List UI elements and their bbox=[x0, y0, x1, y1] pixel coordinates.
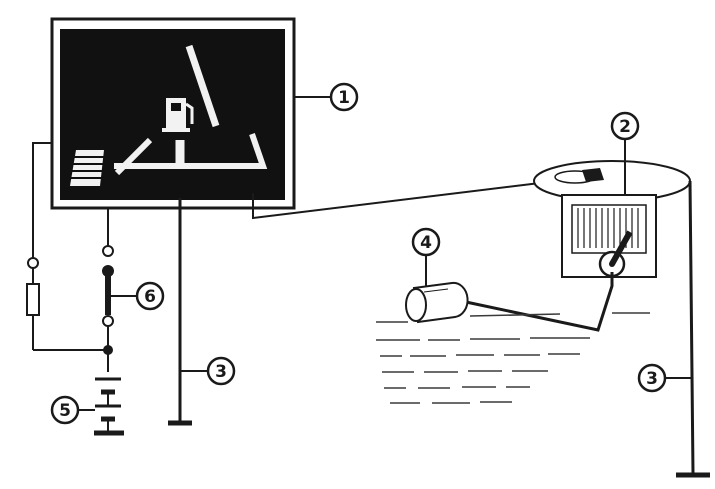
callout-4: 4 bbox=[411, 227, 441, 257]
fuel-level-bar bbox=[68, 150, 106, 186]
svg-text:5: 5 bbox=[59, 401, 71, 421]
ground-icon-left bbox=[168, 198, 192, 426]
fuel-level-sender bbox=[533, 160, 691, 278]
callout-3-right: 3 bbox=[637, 363, 667, 393]
svg-text:4: 4 bbox=[420, 233, 432, 253]
callout-leaders bbox=[108, 96, 692, 379]
svg-text:6: 6 bbox=[144, 287, 156, 307]
callout-5: 5 bbox=[50, 395, 95, 425]
fuse-icon bbox=[26, 257, 40, 316]
float bbox=[405, 281, 469, 324]
ground-icon-right bbox=[676, 180, 710, 478]
svg-text:2: 2 bbox=[619, 117, 631, 137]
svg-text:3: 3 bbox=[646, 369, 658, 389]
callout-3-left: 3 bbox=[206, 356, 236, 386]
svg-text:1: 1 bbox=[338, 88, 350, 108]
float-arm bbox=[465, 272, 614, 332]
battery-icon bbox=[94, 377, 124, 436]
callout-1: 1 bbox=[329, 82, 359, 112]
svg-text:3: 3 bbox=[215, 362, 227, 382]
wiring bbox=[32, 142, 541, 372]
ignition-switch bbox=[102, 245, 114, 355]
dashboard-display bbox=[50, 17, 296, 210]
callout-6: 6 bbox=[135, 281, 165, 311]
callout-2: 2 bbox=[610, 111, 640, 141]
fuel-liquid bbox=[376, 312, 650, 404]
fuel-pump-icon bbox=[162, 98, 194, 132]
